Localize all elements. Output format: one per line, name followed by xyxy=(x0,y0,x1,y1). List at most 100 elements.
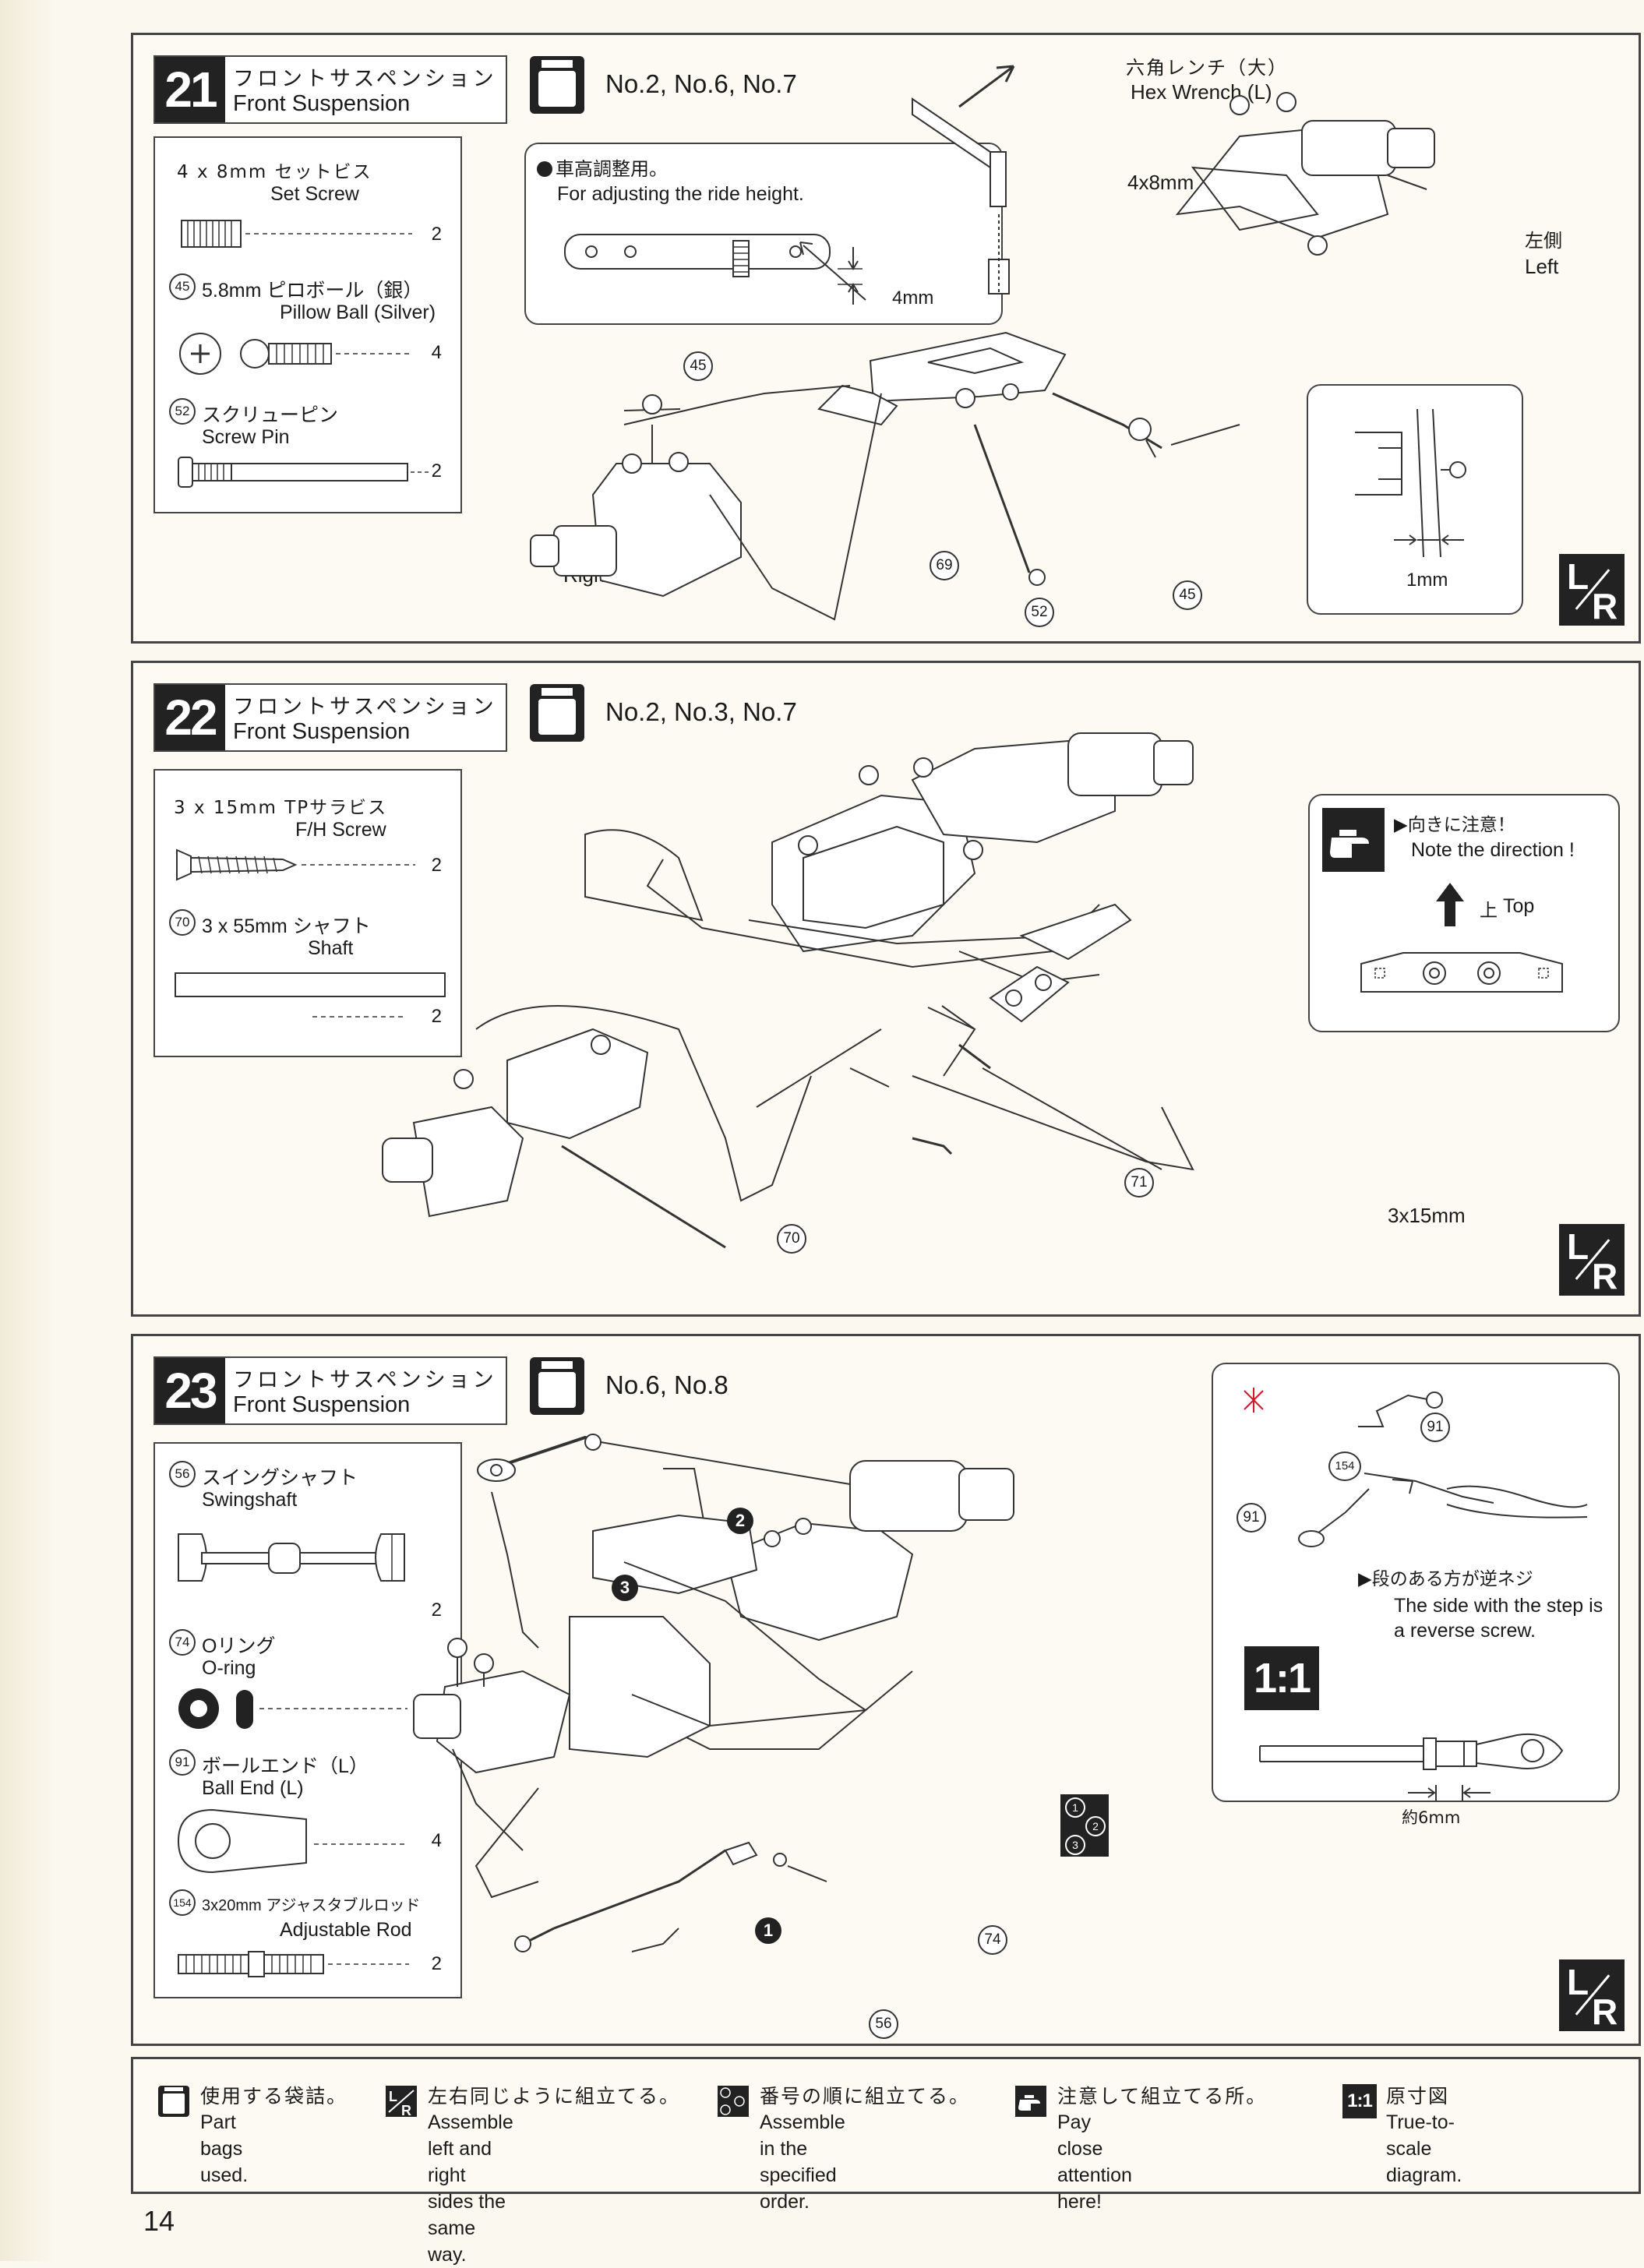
bag-icon xyxy=(530,56,584,114)
order-step-3: 3 xyxy=(1065,1835,1085,1855)
o-ring-icon xyxy=(178,1688,431,1729)
bag-icon xyxy=(158,2086,189,2117)
part-name-jp: 3x20mm アジャスタブルロッド xyxy=(202,1897,421,1914)
part-ref: 70 xyxy=(169,909,196,936)
part-bags: No.2, No.6, No.7 xyxy=(605,69,797,98)
step-number: 21 xyxy=(155,57,225,122)
pointing-hand-icon xyxy=(1015,2086,1046,2117)
part-name-jp: Oリング xyxy=(202,1635,276,1657)
screw-pin-icon xyxy=(175,453,432,492)
callout: 71 xyxy=(1124,1168,1154,1197)
part-name-jp: スクリューピン xyxy=(202,404,339,426)
order-step-1: 1 xyxy=(1065,1797,1085,1818)
reverse-thread-detail: 91 154 91 ▶段のある方が逆ネジ The side with the s… xyxy=(1212,1363,1620,1827)
screw-size-label: 4x8mm xyxy=(1127,171,1194,194)
part-name-jp: 5.8mm ピロボール（銀） xyxy=(202,280,423,302)
detail-jp: 段のある方が逆ネジ xyxy=(1371,1569,1533,1589)
reverse-thread-diagram xyxy=(1213,1364,1618,1801)
legend-en: Assemble left and right sides the same w… xyxy=(428,2111,513,2266)
part-name-en: Adjustable Rod xyxy=(280,1919,412,1941)
flat-head-screw-icon xyxy=(174,845,431,884)
callout: 70 xyxy=(777,1224,806,1254)
note-dimension: 4mm xyxy=(892,287,934,309)
scale-icon: 1:1 xyxy=(1342,2084,1377,2118)
front-suspension-drawing xyxy=(476,702,1411,1294)
legend-en: Assemble in the specified order. xyxy=(760,2111,845,2213)
callout: 69 xyxy=(930,551,959,580)
part-ref: 45 xyxy=(169,273,196,300)
step-title-en: Front Suspension xyxy=(233,1392,411,1417)
legend-en: Pay close attention here! xyxy=(1057,2111,1132,2213)
part-ref: 91 xyxy=(169,1749,196,1776)
mount-plate-diagram xyxy=(1356,948,1567,1003)
part-qty: 2 xyxy=(431,1600,442,1621)
scale-dimension: 約6mm xyxy=(1402,1808,1461,1827)
step-23-panel: 23 フロントサスペンション Front Suspension No.6, No… xyxy=(131,1334,1641,2046)
clearance-diagram xyxy=(1324,401,1503,565)
legend-jp: 左右同じように組立てる。 xyxy=(428,2085,681,2108)
page-number: 14 xyxy=(143,2205,175,2237)
swingshaft-icon xyxy=(174,1518,439,1596)
svg-text:L: L xyxy=(389,2089,397,2104)
part-ref: 154 xyxy=(169,1889,196,1916)
step-title-jp: フロントサスペンション xyxy=(233,67,497,91)
part-name-en: O-ring xyxy=(202,1657,256,1679)
callout: 45 xyxy=(683,351,713,381)
part-bags: No.6, No.8 xyxy=(605,1370,729,1399)
pillow-ball-icon xyxy=(175,326,432,381)
part-name-en: Ball End (L) xyxy=(202,1777,304,1799)
note-en: For adjusting the ride height. xyxy=(557,183,804,205)
adjustable-rod-icon xyxy=(175,1949,432,1980)
legend-en: True-to-scale diagram. xyxy=(1386,2111,1462,2186)
bullet-icon xyxy=(537,161,552,177)
note-jp: 車高調整用。 xyxy=(556,158,668,180)
order-step-2: 2 xyxy=(1085,1816,1106,1836)
part-name-en: Set Screw xyxy=(270,183,359,205)
part-name-en: Swingshaft xyxy=(202,1489,298,1511)
ride-height-note: 車高調整用。 For adjusting the ride height. 4m… xyxy=(524,143,1003,325)
clearance-detail: 1mm xyxy=(1307,384,1523,615)
step-number: 22 xyxy=(155,685,225,750)
callout: 154 xyxy=(1328,1451,1361,1481)
legend-en: Part bags used. xyxy=(200,2111,249,2186)
part-name-jp: ボールエンド（L） xyxy=(202,1755,369,1777)
step-title-jp: フロントサスペンション xyxy=(233,1368,497,1392)
legend-jp: 注意して組立てる所。 xyxy=(1057,2085,1268,2108)
part-ref: 52 xyxy=(169,398,196,425)
part-qty: 2 xyxy=(431,224,442,245)
order-marker-3: 3 xyxy=(612,1575,638,1601)
front-suspension-drawing xyxy=(507,58,1442,627)
step-title-jp: フロントサスペンション xyxy=(233,695,497,719)
part-name-jp: 3 x 55mm シャフト xyxy=(202,915,371,937)
bag-icon xyxy=(530,684,584,742)
callout: 52 xyxy=(1025,598,1054,627)
top-label-en: Top xyxy=(1503,895,1535,917)
order-marker-2: 2 xyxy=(727,1508,753,1534)
callout: 56 xyxy=(869,2009,898,2039)
pointing-hand-icon xyxy=(1322,808,1385,872)
scale-icon: 1:1 xyxy=(1244,1646,1319,1710)
part-ref: 74 xyxy=(169,1629,196,1656)
bag-icon xyxy=(530,1357,584,1415)
wrench-label-jp: 六角レンチ（大） xyxy=(1126,57,1288,79)
part-name-en: Shaft xyxy=(308,937,354,959)
parts-list: 56 スイングシャフト Swingshaft 2 74 Oリング O-ring … xyxy=(153,1442,462,1998)
part-qty: 2 xyxy=(431,1953,442,1974)
assembly-order-icon: 1 2 3 xyxy=(1060,1794,1109,1857)
triangle-icon: ▶ xyxy=(1394,815,1408,835)
step-header: 22 フロントサスペンション Front Suspension xyxy=(153,683,507,752)
callout: 91 xyxy=(1237,1503,1266,1533)
triangle-icon: ▶ xyxy=(1358,1569,1372,1589)
part-name-jp: 3 x 15mm TPサラビス xyxy=(174,798,388,818)
order-icon xyxy=(718,2086,749,2117)
top-label-jp: 上 xyxy=(1480,901,1498,921)
note-jp: 向きに注意！ xyxy=(1407,815,1515,835)
parts-list: 4 x 8mm セットビス Set Screw 2 45 5.8mm ピロボール… xyxy=(153,136,462,513)
part-name-en: Pillow Ball (Silver) xyxy=(280,302,436,323)
direction-note: ▶向きに注意！ Note the direction ! 上 Top xyxy=(1308,794,1620,1032)
left-right-icon: LR xyxy=(386,2086,417,2118)
screw-size-label: 3x15mm xyxy=(1388,1204,1466,1227)
